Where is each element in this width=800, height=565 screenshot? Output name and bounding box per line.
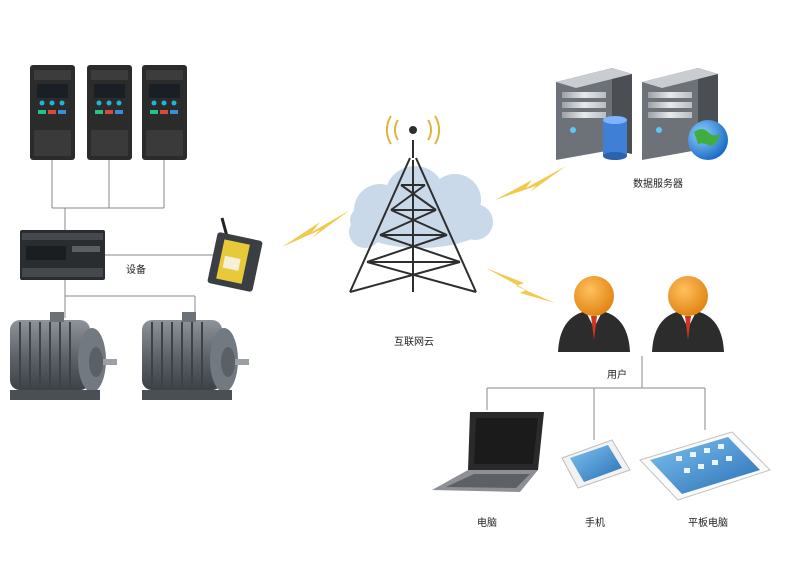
label-computer: 电脑 bbox=[477, 518, 497, 529]
inverter-3 bbox=[142, 65, 187, 160]
radio-tower bbox=[349, 115, 477, 293]
plc-controller bbox=[20, 230, 105, 280]
globe-icon bbox=[688, 120, 728, 160]
label-user: 用户 bbox=[607, 370, 627, 381]
server-1 bbox=[556, 68, 632, 160]
label-tablet: 平板电脑 bbox=[688, 518, 728, 529]
label-device: 设备 bbox=[126, 265, 146, 276]
device-bus bbox=[486, 356, 706, 440]
laptop-device bbox=[432, 412, 544, 492]
label-phone: 手机 bbox=[585, 518, 605, 529]
server-2 bbox=[642, 68, 718, 160]
inverter-units bbox=[30, 65, 187, 160]
motor-1 bbox=[10, 312, 117, 400]
tablet-device bbox=[639, 431, 771, 501]
lightning-tower-users bbox=[486, 268, 555, 303]
label-data-server: 数据服务器 bbox=[633, 179, 683, 190]
lightning-bolts bbox=[282, 166, 566, 303]
inverter-1 bbox=[30, 65, 75, 160]
database-icon bbox=[603, 116, 627, 160]
tower-antenna-icon bbox=[409, 126, 417, 134]
lightning-modem-tower bbox=[282, 210, 350, 247]
lightning-tower-server bbox=[495, 166, 566, 200]
inverter-2 bbox=[87, 65, 132, 160]
inverter-bus bbox=[51, 160, 215, 318]
user-1 bbox=[558, 276, 630, 352]
motor-2 bbox=[142, 312, 249, 400]
user-2 bbox=[652, 276, 724, 352]
label-internet-cloud: 互联网云 bbox=[394, 337, 434, 348]
phone-device bbox=[561, 439, 631, 489]
modem-dtu bbox=[207, 217, 263, 292]
